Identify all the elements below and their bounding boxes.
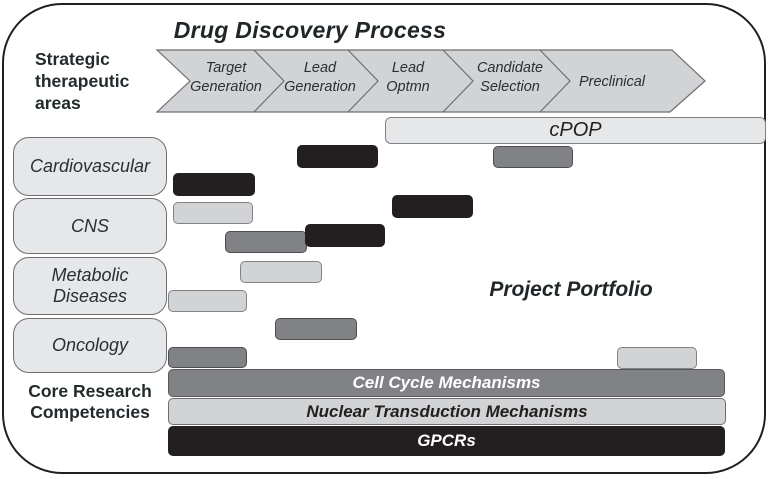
- project-bar: [392, 195, 473, 218]
- project-portfolio-label: Project Portfolio: [489, 278, 653, 301]
- project-bar: [168, 290, 247, 312]
- stage-preclinical: Preclinical: [578, 74, 646, 90]
- stage-lead-generation: Lead Generation: [284, 60, 356, 95]
- stage-separator: [539, 49, 571, 113]
- strategic-areas-label: Strategic therapeutic areas: [35, 49, 130, 113]
- core-competencies-label: Core Research Competencies: [28, 381, 152, 422]
- cpop-bar: cPOP: [385, 117, 766, 144]
- project-bar: [168, 347, 247, 368]
- stage-lead-optmn: Lead Optmn: [386, 60, 430, 95]
- competency-bar-gpcrs: GPCRs: [168, 426, 725, 456]
- project-bar: [493, 146, 573, 168]
- stage-separator: [442, 49, 474, 113]
- competency-bar-nuclear-transduction: Nuclear Transduction Mechanisms: [168, 398, 726, 425]
- arrow-band-shape: [155, 49, 706, 113]
- area-box-oncology: Oncology: [13, 318, 167, 373]
- project-bar: [240, 261, 322, 283]
- diagram-frame: [2, 3, 766, 474]
- project-bar: [297, 145, 378, 168]
- project-bar: [617, 347, 697, 369]
- area-box-metabolic-diseases: Metabolic Diseases: [13, 257, 167, 315]
- project-bar: [173, 202, 253, 224]
- project-bar: [173, 173, 255, 196]
- project-bar: [225, 231, 307, 253]
- stage-separator: [347, 49, 379, 113]
- stage-target-generation: Target Generation: [190, 60, 262, 95]
- stage-candidate-selection: Candidate Selection: [476, 60, 544, 95]
- stage-separator: [253, 49, 285, 113]
- area-box-cns: CNS: [13, 198, 167, 254]
- area-box-cardiovascular: Cardiovascular: [13, 137, 167, 196]
- competency-bar-cell-cycle: Cell Cycle Mechanisms: [168, 369, 725, 397]
- project-bar: [275, 318, 357, 340]
- diagram-title: Drug Discovery Process: [173, 17, 447, 43]
- project-bar: [305, 224, 385, 247]
- cpop-label: cPOP: [549, 119, 602, 141]
